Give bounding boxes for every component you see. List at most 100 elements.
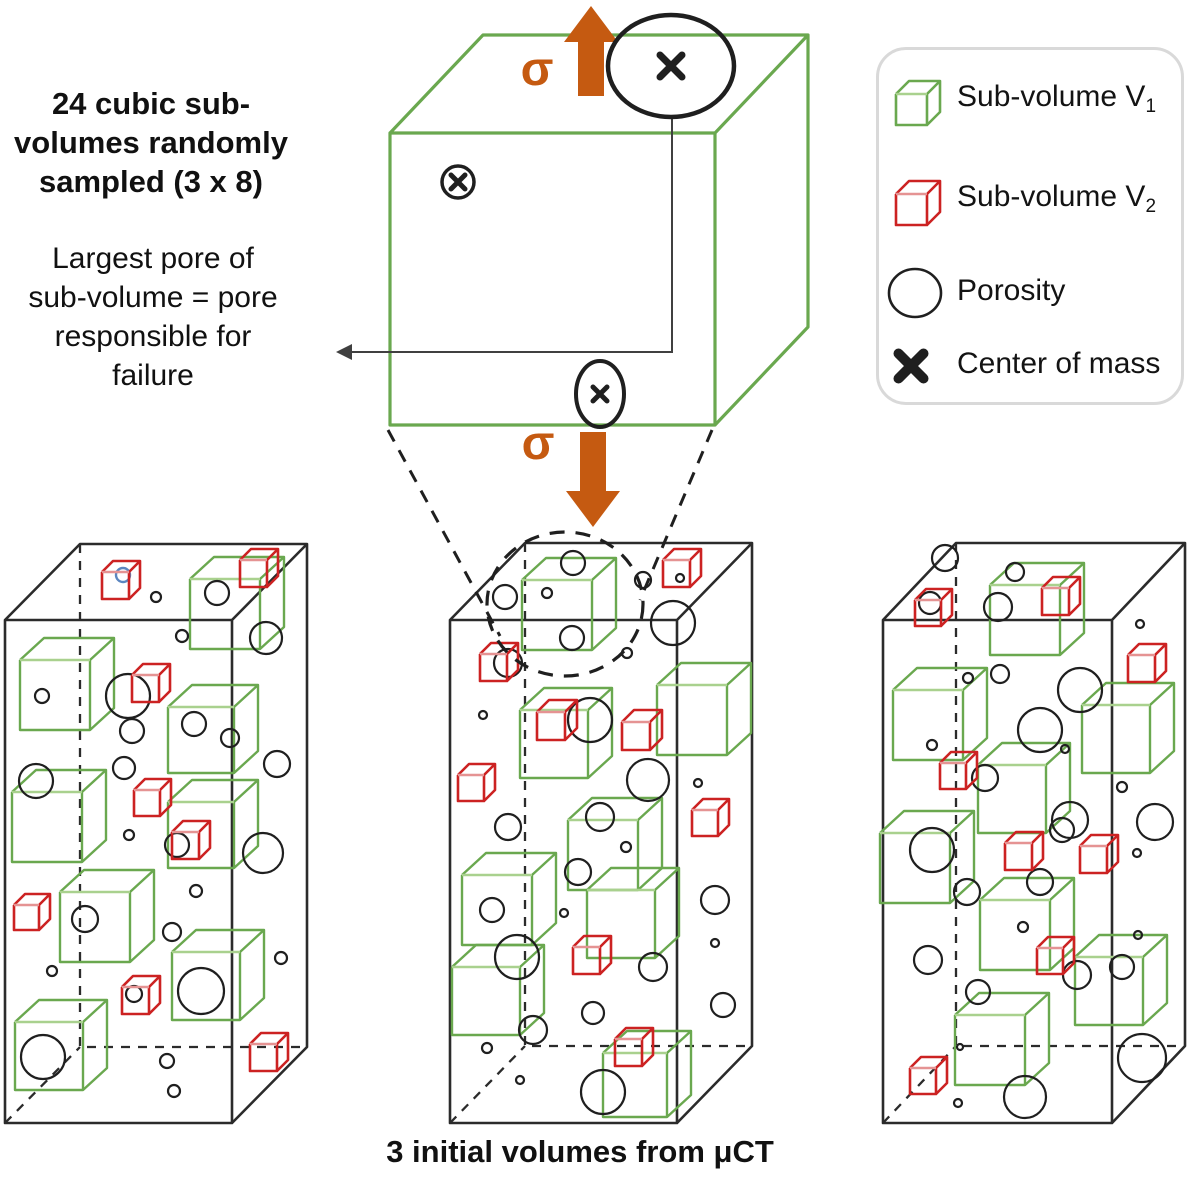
porosity-circle xyxy=(176,966,226,1016)
porosity-circle xyxy=(203,579,231,607)
porosity-circle xyxy=(477,709,489,721)
porosity-circle xyxy=(1059,743,1071,755)
green-cube-glyph xyxy=(894,79,942,127)
porosity-circle xyxy=(619,840,633,854)
porosity-circle xyxy=(970,763,1000,793)
porosity-circle xyxy=(1132,929,1144,941)
porosity-circle xyxy=(699,884,731,916)
sub-volume-v2-cube xyxy=(535,698,579,742)
porosity-circle xyxy=(1061,959,1093,991)
legend-item-porosity: Porosity xyxy=(887,264,1065,322)
left-annotation-heading: 24 cubic sub- volumes randomly sampled (… xyxy=(14,86,288,199)
porosity-circle xyxy=(122,828,136,842)
sub-volume-v2-cube xyxy=(613,1026,655,1068)
sub-volume-v2-cube xyxy=(908,1055,949,1096)
porosity-circle xyxy=(1002,1074,1048,1120)
porosity-circle xyxy=(1108,953,1136,981)
sub-volume-v1-cube xyxy=(166,683,260,775)
porosity-circle xyxy=(574,359,626,429)
sub-volume-v2-cube xyxy=(1035,935,1076,976)
top-cube-porosity-marks xyxy=(440,12,737,429)
porosity-circle xyxy=(180,710,208,738)
legend-item-label: Sub-volume V1 xyxy=(957,80,1157,117)
x-glyph xyxy=(893,348,929,384)
center-of-mass-mark xyxy=(590,384,610,404)
zoom-projection xyxy=(386,429,714,678)
porosity-circle xyxy=(188,883,204,899)
sub-volume-v2-cube xyxy=(248,1031,290,1073)
porosity-circle xyxy=(1048,816,1076,844)
sub-volume-v1-cube xyxy=(13,998,109,1092)
sub-volume-v1-cube xyxy=(655,661,753,757)
red-cube-glyph xyxy=(894,179,942,227)
sub-volume-v2-cube xyxy=(938,750,979,791)
porosity-circle xyxy=(637,951,669,983)
sub-volume-v1-cube xyxy=(520,556,618,652)
sub-volume-v2-cube xyxy=(120,974,162,1016)
porosity-circle xyxy=(625,757,671,803)
legend: Sub-volume V1 Sub-volume V2 Porosity Cen… xyxy=(876,47,1184,405)
porosity-circle xyxy=(1115,780,1129,794)
sub-volume-v1-cube xyxy=(188,555,286,651)
porosity-circle xyxy=(558,907,570,919)
sub-volume-v1-cube xyxy=(891,666,989,762)
largest-pore-callout-arrow xyxy=(336,117,673,360)
initial-volume-3 xyxy=(878,541,1187,1125)
sub-volume-v1-cube xyxy=(1080,681,1176,775)
porosity-circle xyxy=(605,12,737,120)
stress-arrow-up xyxy=(564,6,618,96)
left-annotation-note: Largest pore of sub-volume = pore respon… xyxy=(28,242,278,392)
porosity-circle xyxy=(174,628,190,644)
porosity-circle xyxy=(478,896,506,924)
volume-box-edges xyxy=(3,542,309,1125)
porosity-circle xyxy=(158,1052,176,1070)
porosity-circle xyxy=(584,801,616,833)
porosity-circle xyxy=(559,549,587,577)
green-sub-volume-cube-icon xyxy=(894,79,942,127)
porosity-circle xyxy=(952,1097,964,1109)
porosity-circle-icon xyxy=(887,267,943,319)
sub-volume-v1-cube xyxy=(585,866,681,960)
porosity-circle xyxy=(908,826,956,874)
sub-volume-v2-cube xyxy=(620,708,664,752)
sub-volume-v1-cube xyxy=(166,778,260,870)
center-of-mass-mark xyxy=(448,172,468,192)
red-sub-volume-cube-icon xyxy=(894,179,942,227)
sub-volume-v2-cube xyxy=(130,662,172,704)
porosity-circle xyxy=(104,672,152,720)
porosity-circle xyxy=(1134,618,1146,630)
porosity-circle xyxy=(493,812,523,842)
porosity-circle xyxy=(649,599,697,647)
arrowhead-left xyxy=(336,344,352,360)
porosity-circle xyxy=(45,964,59,978)
sub-volume-v2-cube xyxy=(238,547,280,589)
porosity-circle xyxy=(674,572,686,584)
porosity-circle xyxy=(982,591,1014,623)
porosity-circle xyxy=(1016,920,1030,934)
porosity-circle xyxy=(440,164,476,200)
porosity-circle xyxy=(579,1068,627,1116)
sub-volume-v1-cube xyxy=(566,796,664,892)
legend-item-label: Center of mass xyxy=(957,347,1161,380)
legend-item-center-of-mass: Center of mass xyxy=(887,337,1160,395)
sub-volume-v1-cube xyxy=(58,868,156,964)
porosity-circle xyxy=(580,1000,606,1026)
porosity-circle xyxy=(1135,802,1175,842)
porosity-circle xyxy=(1025,867,1055,897)
porosity-circle xyxy=(124,984,144,1004)
legend-item-sub-volume-v1: Sub-volume V1 xyxy=(887,70,1156,128)
sub-volume-v1-cube xyxy=(988,561,1086,657)
sub-volume-v1-cube xyxy=(460,851,558,947)
porosity-circle xyxy=(219,727,241,749)
sub-volume-v2-cube xyxy=(913,587,954,628)
porosity-circle xyxy=(540,586,554,600)
porosity-circle xyxy=(563,857,593,887)
projection-dashed-line xyxy=(638,429,714,601)
porosity-circle xyxy=(709,991,737,1019)
sub-volume-v2-cube xyxy=(478,641,520,683)
porosity-circle xyxy=(514,1074,526,1086)
sampled-sub-volume-cube xyxy=(388,33,810,427)
porosity-circle xyxy=(118,717,146,745)
